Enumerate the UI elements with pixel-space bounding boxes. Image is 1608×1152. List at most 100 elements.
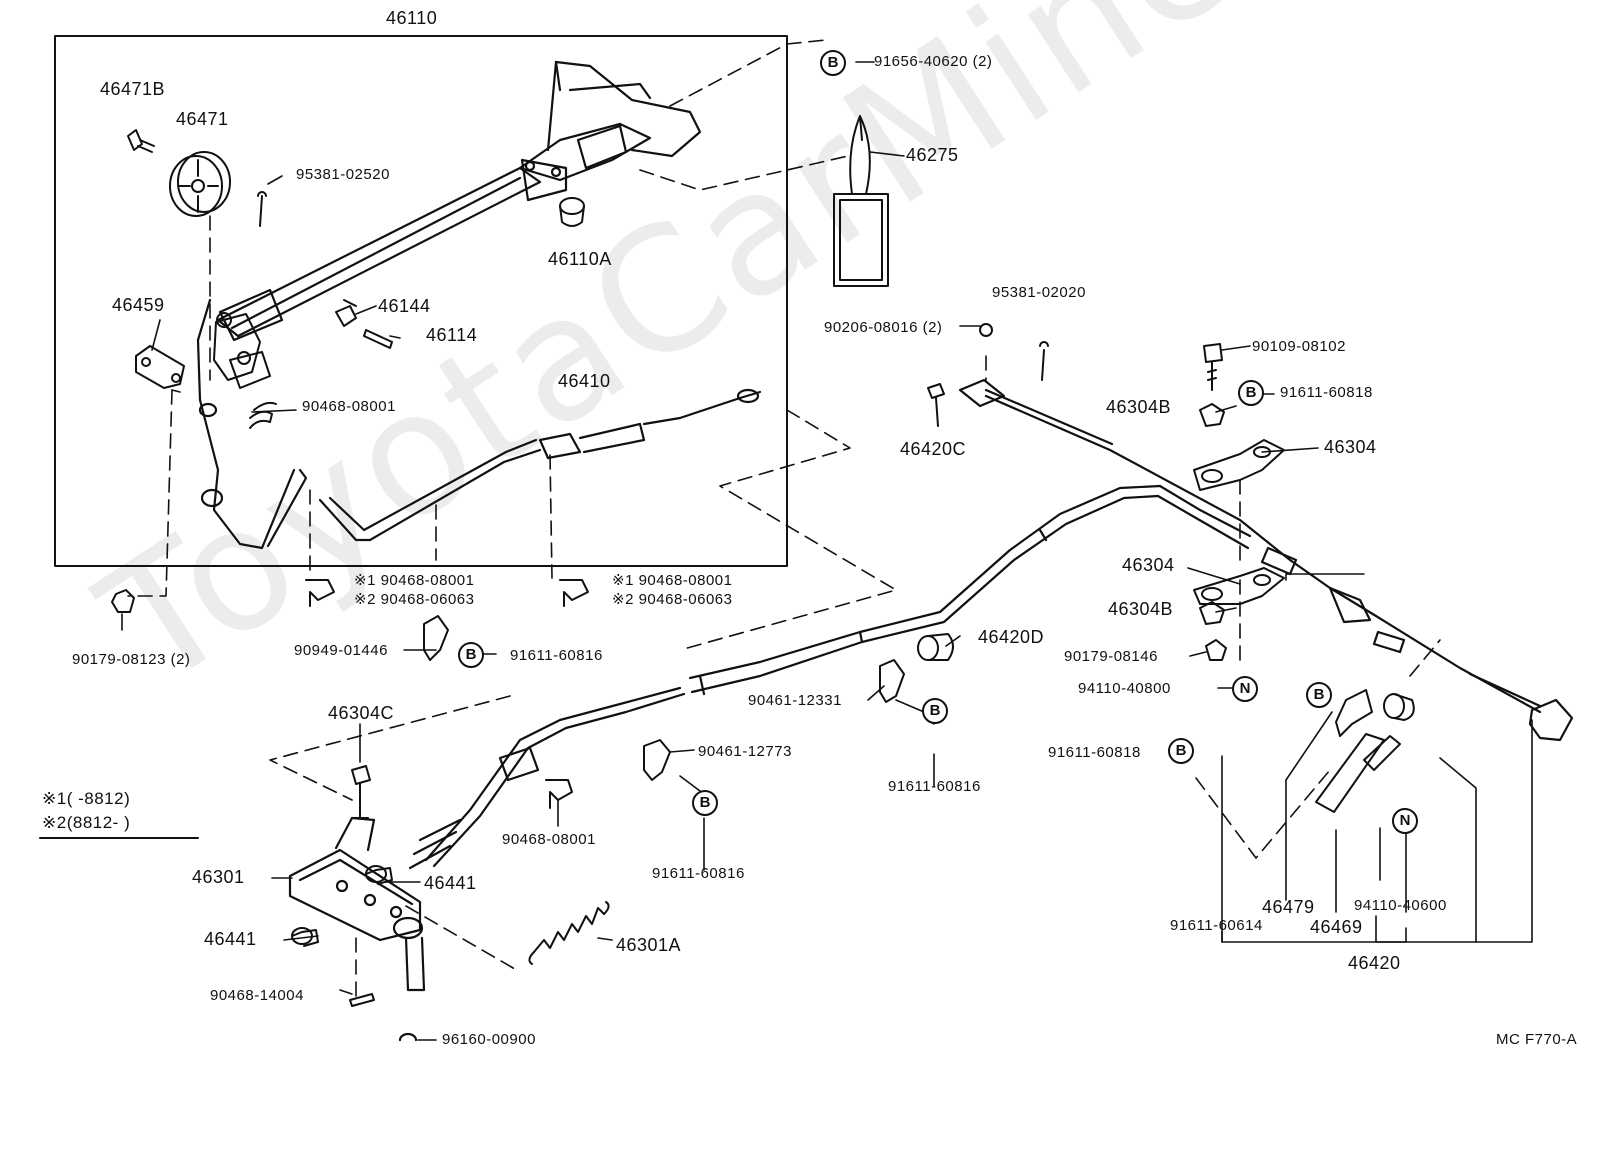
pin-46114 [363, 329, 393, 349]
label-46420D: 46420D [978, 627, 1045, 647]
label-46420C: 46420C [900, 439, 967, 459]
bolt-90109-08102 [1203, 343, 1223, 391]
pin-95381-02520 [257, 191, 267, 227]
ratchet-mechanism [213, 312, 271, 389]
label-46304B-lower: 46304B [1108, 599, 1174, 619]
equalizer-46301 [288, 816, 426, 992]
label-91611-60818-b: 91611-60818 [1048, 744, 1141, 761]
label-46110: 46110 [386, 8, 438, 28]
label-90206-08016: 90206-08016 (2) [824, 319, 943, 336]
leader-lines [121, 61, 1407, 1041]
clamp-90949-01446 [423, 615, 449, 661]
label-46144: 46144 [378, 296, 431, 316]
label-95381-02520: 95381-02520 [296, 166, 390, 183]
label-91611-60816-c: 91611-60816 [652, 865, 745, 882]
marker-b-5: B [1168, 738, 1194, 764]
front-cable-46410 [196, 298, 762, 550]
clip-90468-08001 [249, 401, 277, 429]
nut-90179-08146 [1205, 639, 1227, 661]
label-clip2-line2: ※2 90468-06063 [612, 591, 733, 608]
nut-90179-08123 [111, 589, 135, 613]
bushing-46110A [559, 197, 585, 227]
label-46420: 46420 [1348, 953, 1401, 973]
assembly-frame [54, 35, 788, 567]
label-96160-00900: 96160-00900 [442, 1031, 536, 1048]
label-90468-08001-a: 90468-08001 [302, 398, 396, 415]
marker-b-2: B [458, 642, 484, 668]
clamp-90461-12773 [643, 739, 671, 781]
clip-support-1 [305, 579, 335, 607]
label-90461-12331: 90461-12331 [748, 692, 842, 709]
marker-b-3: B [1238, 380, 1264, 406]
cable-46420 [408, 484, 1252, 870]
clip-support-2 [559, 579, 589, 607]
label-90179-08146: 90179-08146 [1064, 648, 1158, 665]
label-94110-40600: 94110-40600 [1354, 897, 1447, 914]
wheel-46471 [169, 151, 231, 217]
label-46301A: 46301A [616, 935, 682, 955]
label-46410: 46410 [558, 371, 611, 391]
bracket-46479 [1315, 689, 1385, 813]
label-46441-lower: 46441 [204, 929, 257, 949]
label-46304C: 46304C [328, 703, 395, 723]
marker-n-1: N [1232, 676, 1258, 702]
label-95381-02020: 95381-02020 [992, 284, 1086, 301]
dashed-leaders [127, 39, 1441, 1001]
clamp-90461-12331 [879, 659, 905, 703]
marker-b-1: B [820, 50, 846, 76]
washer-90206-08016 [979, 323, 993, 337]
label-91611-60818-a: 91611-60818 [1280, 384, 1373, 401]
clip-90468-14004 [349, 993, 375, 1007]
marker-b-4: B [922, 698, 948, 724]
label-90468-08001-b: 90468-08001 [502, 831, 596, 848]
label-91611-60614: 91611-60614 [1170, 917, 1263, 934]
label-46479: 46479 [1262, 897, 1315, 917]
label-clip1-line2: ※2 90468-06063 [354, 591, 475, 608]
spring-46301A [528, 901, 610, 965]
footnote-line-1: ※1( -8812) [42, 789, 131, 808]
bolt-46304C [351, 765, 371, 819]
label-46471: 46471 [176, 109, 229, 129]
label-46275: 46275 [906, 145, 959, 165]
footnote-line-2: ※2(8812- ) [42, 813, 131, 832]
nut-46304B-upper [1199, 403, 1225, 427]
clip-46144 [335, 299, 357, 327]
label-94110-40800: 94110-40800 [1078, 680, 1171, 697]
label-46304-lower: 46304 [1122, 555, 1175, 575]
tag-46275 [833, 115, 889, 287]
bolt-46420C [927, 383, 945, 427]
label-90179-08123: 90179-08123 (2) [72, 651, 191, 668]
label-46114: 46114 [426, 325, 478, 345]
nut-46304B-lower [1199, 601, 1225, 625]
marker-b-7: B [1306, 682, 1332, 708]
label-46304B-upper: 46304B [1106, 397, 1172, 417]
label-clip2-line1: ※1 90468-08001 [612, 572, 733, 589]
label-46459: 46459 [112, 295, 165, 315]
screw-46471B [127, 129, 155, 153]
label-46469: 46469 [1310, 917, 1363, 937]
label-90109-08102: 90109-08102 [1252, 338, 1346, 355]
marker-n-2: N [1392, 808, 1418, 834]
label-91611-60816-b: 91611-60816 [888, 778, 981, 795]
pin-95381-02020 [1039, 341, 1049, 381]
label-46441-upper: 46441 [424, 873, 477, 893]
label-46301: 46301 [192, 867, 245, 887]
rear-cable-main [958, 378, 1574, 742]
e-ring-96160-00900 [398, 1032, 418, 1042]
bushing-46420D [917, 633, 954, 661]
parking-brake-lever [216, 60, 702, 342]
bracket-46304-upper [1193, 439, 1285, 491]
bracket-46469 [1363, 693, 1415, 771]
diagram-code: MC F770-A [1496, 1031, 1578, 1048]
bracket-46459 [135, 345, 185, 389]
label-clip1-line1: ※1 90468-08001 [354, 572, 475, 589]
label-46304-upper: 46304 [1324, 437, 1377, 457]
label-91611-60816-a: 91611-60816 [510, 647, 603, 664]
label-90461-12773: 90461-12773 [698, 743, 792, 760]
label-46110A: 46110A [548, 249, 612, 269]
marker-b-6: B [692, 790, 718, 816]
label-46471B: 46471B [100, 79, 166, 99]
clip-90468-08001-lower [545, 779, 573, 809]
label-91656-40620: 91656-40620 (2) [874, 53, 993, 70]
